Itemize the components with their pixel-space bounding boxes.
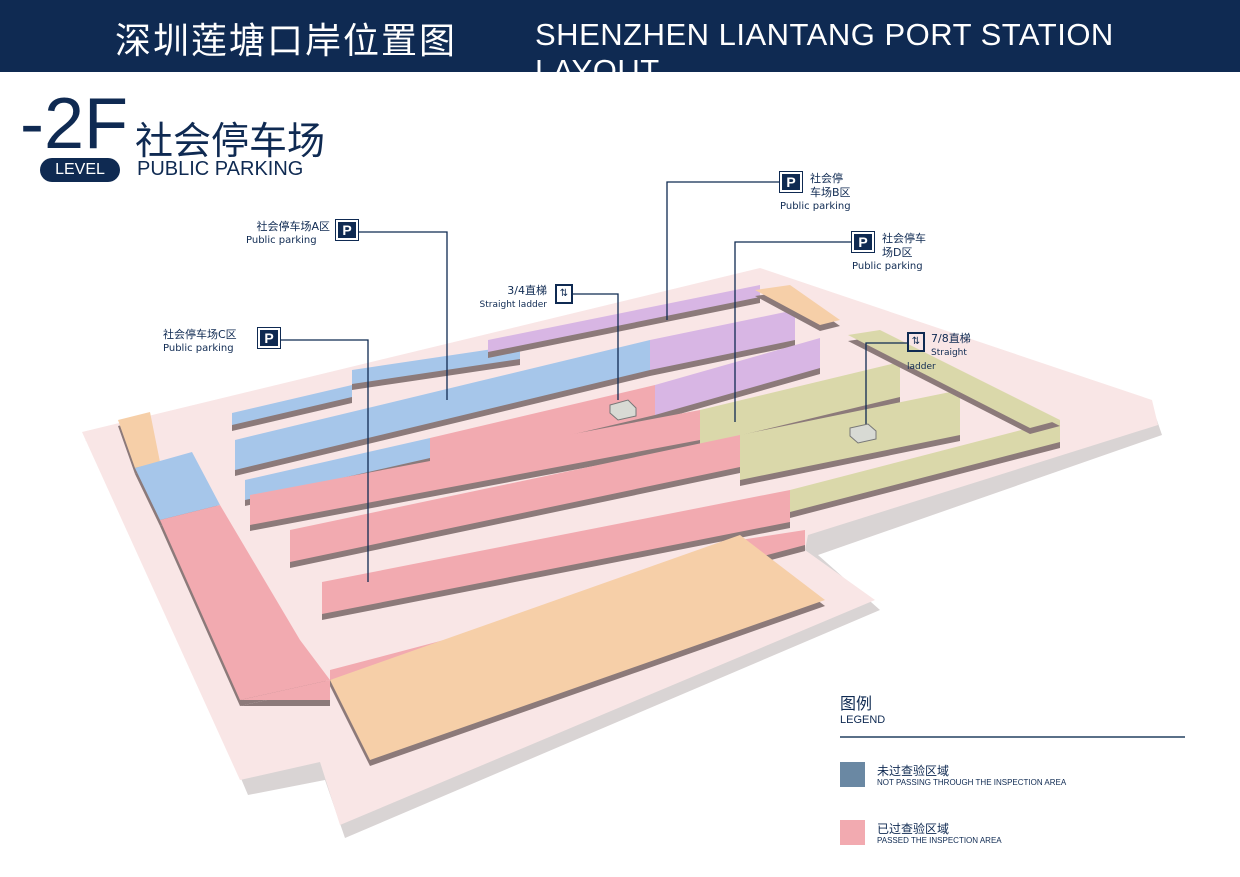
label-en: Public parking xyxy=(246,235,317,246)
parking-icon: P xyxy=(779,171,803,193)
header: 深圳莲塘口岸位置图 SHENZHEN LIANTANG PORT STATION… xyxy=(0,0,1240,88)
zone-b-strip xyxy=(488,285,760,352)
level-name-en: PUBLIC PARKING xyxy=(137,158,304,180)
legend-swatch xyxy=(840,762,865,787)
leader-d xyxy=(734,241,852,422)
leader-e34 xyxy=(573,293,619,400)
level-badge: LEVEL xyxy=(40,158,120,182)
zone-a-strip-2 xyxy=(352,345,520,384)
elevator-7-8-icon xyxy=(849,423,877,444)
label-cn: 社会停车场D区 xyxy=(882,232,926,259)
legend-title-en: LEGEND xyxy=(840,714,886,726)
elevator-icon: ⇅ xyxy=(907,332,925,352)
zone-a-row xyxy=(235,340,650,470)
label-en: Straight ladder xyxy=(479,300,547,310)
zone-c-row xyxy=(430,385,655,468)
level-name-cn: 社会停车场 xyxy=(135,119,326,163)
legend-label-en: NOT PASSING THROUGH THE INSPECTION AREA xyxy=(877,778,1067,787)
elevator-3-4-icon xyxy=(609,399,637,421)
legend: 图例 LEGEND 未过查验区域 NOT PASSING THROUGH THE… xyxy=(840,690,1185,864)
zone-c-corridor xyxy=(160,505,330,700)
legend-title: 图例 xyxy=(840,694,873,713)
leader-e78 xyxy=(865,342,907,425)
label-elevator-7-8: ⇅ 7/8直梯 Straight ladder xyxy=(907,332,974,374)
zone-a-strip xyxy=(232,385,352,425)
leader-c xyxy=(280,339,369,582)
label-en: Straight ladder xyxy=(907,348,967,372)
label-parking-c: P 社会停车场C区 Public parking xyxy=(163,327,281,356)
zone-d-ramp xyxy=(848,330,1060,428)
zone-c-row-4 xyxy=(322,490,790,614)
label-cn: 7/8直梯 xyxy=(931,332,971,345)
label-parking-a: P 社会停车场A区 Public parking xyxy=(246,219,359,248)
parking-icon: P xyxy=(851,231,875,253)
title-cn: 深圳莲塘口岸位置图 xyxy=(115,21,458,62)
parking-icon: P xyxy=(335,219,359,241)
legend-swatch xyxy=(840,820,865,845)
zone-a-corridor xyxy=(135,452,220,520)
legend-label-cn: 已过查验区域 xyxy=(877,822,950,836)
zone-peach-bottom xyxy=(330,535,825,760)
label-cn: 社会停车场C区 xyxy=(163,328,237,341)
label-parking-b: P 社会停车场B区 Public parking xyxy=(779,171,854,214)
leader-b xyxy=(666,181,780,320)
zone-c-row-2 xyxy=(250,410,700,525)
floor-number: -2F xyxy=(20,84,128,164)
zone-b-row xyxy=(650,310,795,370)
parking-icon: P xyxy=(257,327,281,349)
zone-d-row-3 xyxy=(790,420,1060,512)
label-cn: 3/4直梯 xyxy=(507,284,547,297)
elevator-icon: ⇅ xyxy=(555,284,573,304)
zone-b-row-2 xyxy=(655,338,820,415)
label-cn: 社会停车场A区 xyxy=(256,220,330,233)
label-en: Public parking xyxy=(852,261,923,272)
label-parking-d: P 社会停车场D区 Public parking xyxy=(851,231,926,274)
legend-divider xyxy=(840,736,1185,738)
label-en: Public parking xyxy=(780,201,851,212)
legend-item-not-passed: 未过查验区域 NOT PASSING THROUGH THE INSPECTIO… xyxy=(840,762,1185,806)
zone-peach-top xyxy=(755,285,840,325)
zone-c-bottom xyxy=(240,530,805,700)
zone-d-row xyxy=(700,362,900,445)
label-elevator-3-4: ⇅ 3/4直梯 Straight ladder xyxy=(478,284,573,312)
zone-c-row-3 xyxy=(290,435,740,562)
leader-a xyxy=(358,231,448,400)
label-cn: 社会停车场B区 xyxy=(810,172,851,199)
legend-label-en: PASSED THE INSPECTION AREA xyxy=(877,836,1002,845)
legend-item-passed: 已过查验区域 PASSED THE INSPECTION AREA xyxy=(840,820,1185,864)
zone-a-row-2 xyxy=(245,438,430,500)
title-en: SHENZHEN LIANTANG PORT STATION LAYOUT xyxy=(535,17,1114,88)
zone-peach-corner xyxy=(118,412,160,468)
label-en: Public parking xyxy=(163,343,234,354)
legend-label-cn: 未过查验区域 xyxy=(877,764,950,778)
